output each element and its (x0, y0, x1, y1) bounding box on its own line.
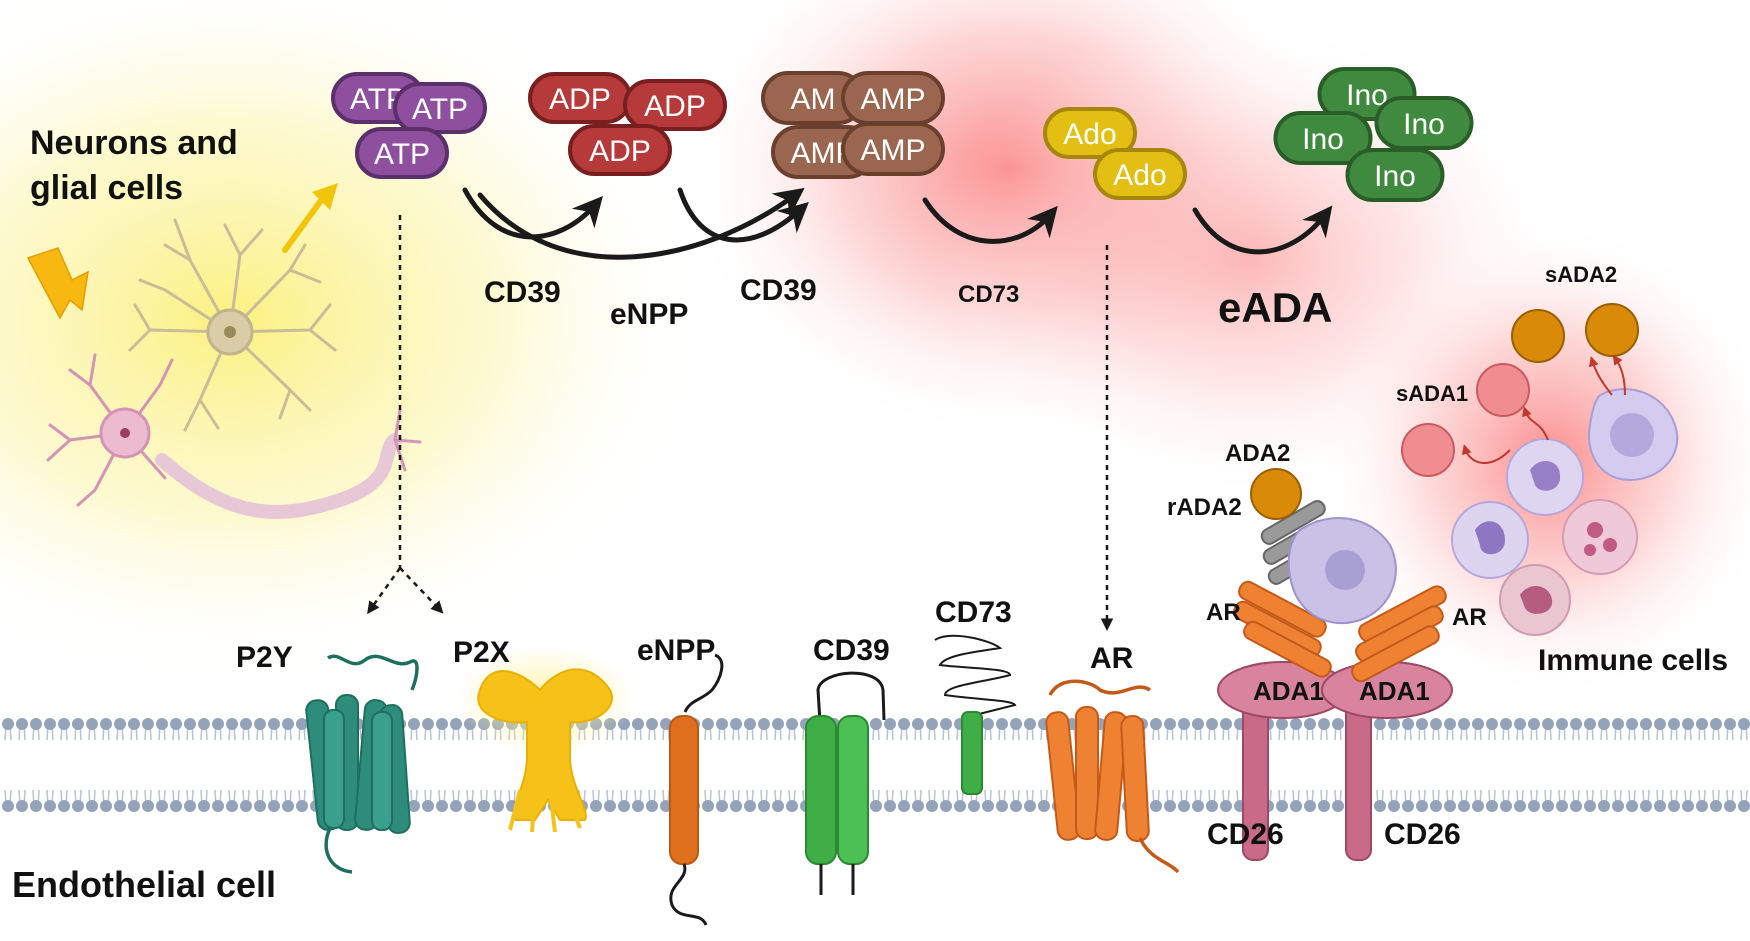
ado-molecule-label: Ado (1063, 118, 1116, 151)
amp-molecule: AMP (841, 122, 945, 176)
arrow-atp-to-amp (477, 187, 805, 260)
ino-molecule-label: Ino (1302, 123, 1344, 156)
cd39-label-b: CD39 (740, 274, 817, 307)
conversion-arrows (462, 187, 1333, 260)
amp-molecule: AMP (841, 71, 945, 125)
atp-molecule-label: ATP (412, 93, 468, 126)
ino-molecule-label: Ino (1374, 160, 1416, 193)
cell-membrane (2, 718, 1750, 812)
cd39-receptor-label: CD39 (813, 634, 890, 667)
ar-complex-right (1351, 585, 1447, 683)
immune-cell-icon (1499, 564, 1571, 636)
cd73-receptor-label: CD73 (935, 596, 1012, 629)
ino-molecule: Ino (1374, 96, 1474, 150)
enpp-label: eNPP (610, 298, 688, 331)
immune-cell-icon (1506, 438, 1584, 516)
ada2-sphere (1250, 468, 1302, 520)
immune-cell-icon (1588, 388, 1679, 482)
arrow-adp-to-amp (677, 187, 809, 243)
p2y-receptor (305, 654, 419, 874)
sada1-label: sADA1 (1396, 381, 1468, 406)
ada1-right-label: ADA1 (1359, 676, 1430, 706)
ado-molecule: Ado (1043, 107, 1137, 159)
adp-molecule: ADP (623, 79, 727, 131)
dotted-signaling-arrows (367, 215, 1114, 631)
cd26-left-label: CD26 (1207, 818, 1284, 851)
immune-cells-cluster (1401, 303, 1679, 636)
amp-molecule-label: AM (791, 83, 836, 116)
adp-molecule: ADP (528, 72, 632, 124)
amp-molecule-label: AMP (860, 83, 925, 116)
neurons-label-line1: Neurons and (30, 124, 238, 162)
amp-molecule-label: AMP (860, 134, 925, 167)
adp-molecule: ADP (568, 124, 672, 176)
ada1-left-label: ADA1 (1253, 676, 1324, 706)
atp-molecule-label: ATP (374, 138, 430, 171)
p2y-label: P2Y (236, 641, 293, 674)
adp-molecule-label: ADP (589, 135, 651, 168)
enpp-receptor-label: eNPP (637, 634, 715, 667)
enpp-receptor (669, 653, 724, 926)
p2x-label: P2X (453, 636, 510, 669)
adp-molecule-label: ADP (549, 83, 611, 116)
p2x-receptor (455, 645, 635, 833)
ino-molecule: Ino (1345, 148, 1445, 202)
immune-cell-icon (1287, 517, 1397, 625)
neuron-icon (46, 353, 422, 519)
ar-complex-left (1233, 580, 1332, 678)
cd26-right-label: CD26 (1384, 818, 1461, 851)
cd39-receptor (805, 671, 886, 895)
adp-cluster: ADP ADP ADP (528, 72, 727, 176)
sada1-sphere (1476, 363, 1530, 417)
lightning-icon (26, 247, 89, 320)
sada2-label: sADA2 (1545, 262, 1617, 287)
eada-label: eADA (1218, 284, 1332, 331)
sada1-sphere (1401, 423, 1455, 477)
immune-cell-icon (1562, 499, 1638, 575)
endothelial-cell-label: Endothelial cell (12, 864, 276, 905)
glial-cell-icon (128, 218, 337, 432)
ar-right-label: AR (1452, 604, 1487, 631)
rada2-label: rADA2 (1167, 494, 1242, 521)
adp-molecule-label: ADP (644, 90, 706, 123)
immune-cells-label: Immune cells (1538, 644, 1728, 677)
ado-molecule-label: Ado (1113, 159, 1166, 192)
immune-cell-icon (1451, 501, 1529, 579)
cd39-label-a: CD39 (484, 276, 561, 309)
ar-receptor-label: AR (1090, 642, 1134, 675)
release-arrow (282, 183, 338, 253)
ino-molecule-label: Ino (1403, 108, 1445, 141)
ar-receptor (1045, 679, 1180, 874)
sada2-sphere (1511, 309, 1565, 363)
amp-molecule: AM (761, 71, 865, 125)
neurons-label-line2: glial cells (30, 169, 183, 207)
ado-molecule: Ado (1093, 148, 1187, 200)
atp-molecule: ATP (393, 82, 487, 134)
ada2-label: ADA2 (1225, 440, 1290, 467)
atp-molecule: ATP (355, 127, 449, 179)
cd73-label-top: CD73 (958, 281, 1019, 308)
ino-molecule: Ino (1273, 111, 1373, 165)
arrow-ado-to-ino (1192, 205, 1333, 255)
sada2-sphere (1585, 303, 1639, 357)
ar-left-label: AR (1206, 599, 1241, 626)
arrow-amp-to-ado (922, 197, 1058, 244)
cd73-receptor (934, 634, 1017, 795)
